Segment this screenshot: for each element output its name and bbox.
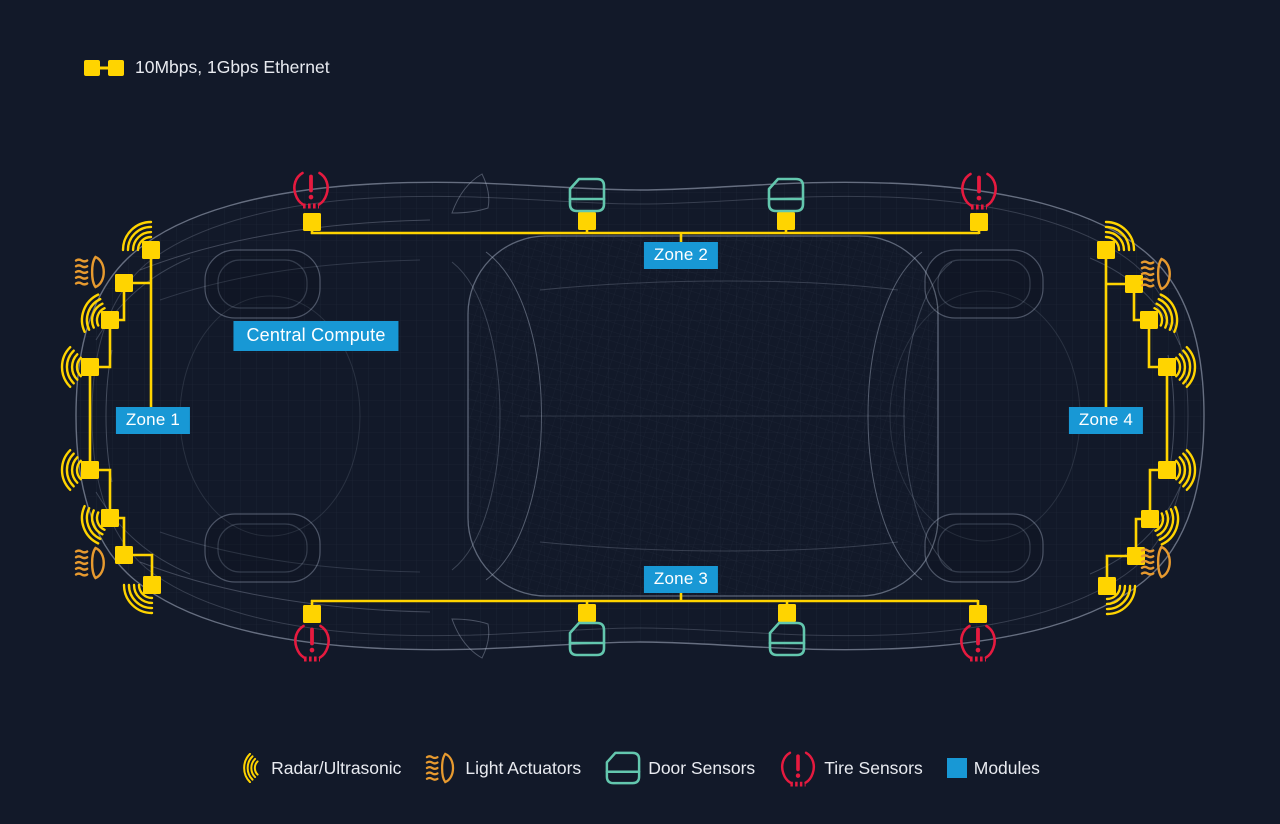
legend: Radar/Ultrasonic Light Actuators Door Se… [0, 748, 1280, 788]
module-icon [946, 758, 967, 778]
zone-3-label: Zone 3 [643, 566, 719, 593]
radar-icon [243, 753, 259, 783]
zone-2-label: Zone 2 [643, 242, 719, 269]
legend-label: Radar/Ultrasonic [271, 757, 402, 778]
zone4-network [1104, 259, 1169, 577]
legend-item-modules: Modules [946, 757, 1040, 779]
car-wireframe-illustration [75, 173, 1205, 659]
legend-label: Light Actuators [465, 757, 582, 778]
legend-item-tire-sensors: Tire Sensors [779, 748, 923, 788]
door-sensor-icon [605, 751, 641, 785]
zone-4-label: Zone 4 [1068, 407, 1144, 434]
ethernet-link-icon [84, 59, 124, 76]
zone2-network [310, 228, 981, 243]
legend-item-door-sensors: Door Sensors [605, 750, 755, 786]
zone-1-label: Zone 1 [115, 407, 191, 434]
legend-label: Tire Sensors [824, 757, 923, 778]
legend-label: Door Sensors [648, 757, 756, 778]
legend-item-radar: Radar/Ultrasonic [240, 753, 401, 783]
light-actuator-icon [426, 752, 455, 784]
ethernet-legend: 10Mbps, 1Gbps Ethernet [84, 57, 330, 78]
zone1-network [88, 259, 154, 576]
legend-label: Modules [973, 757, 1040, 778]
tire-sensor-icon [779, 748, 817, 788]
central-compute-label: Central Compute [233, 321, 399, 351]
legend-item-light-actuators: Light Actuators [425, 752, 581, 784]
ethernet-legend-label: 10Mbps, 1Gbps Ethernet [135, 57, 330, 77]
